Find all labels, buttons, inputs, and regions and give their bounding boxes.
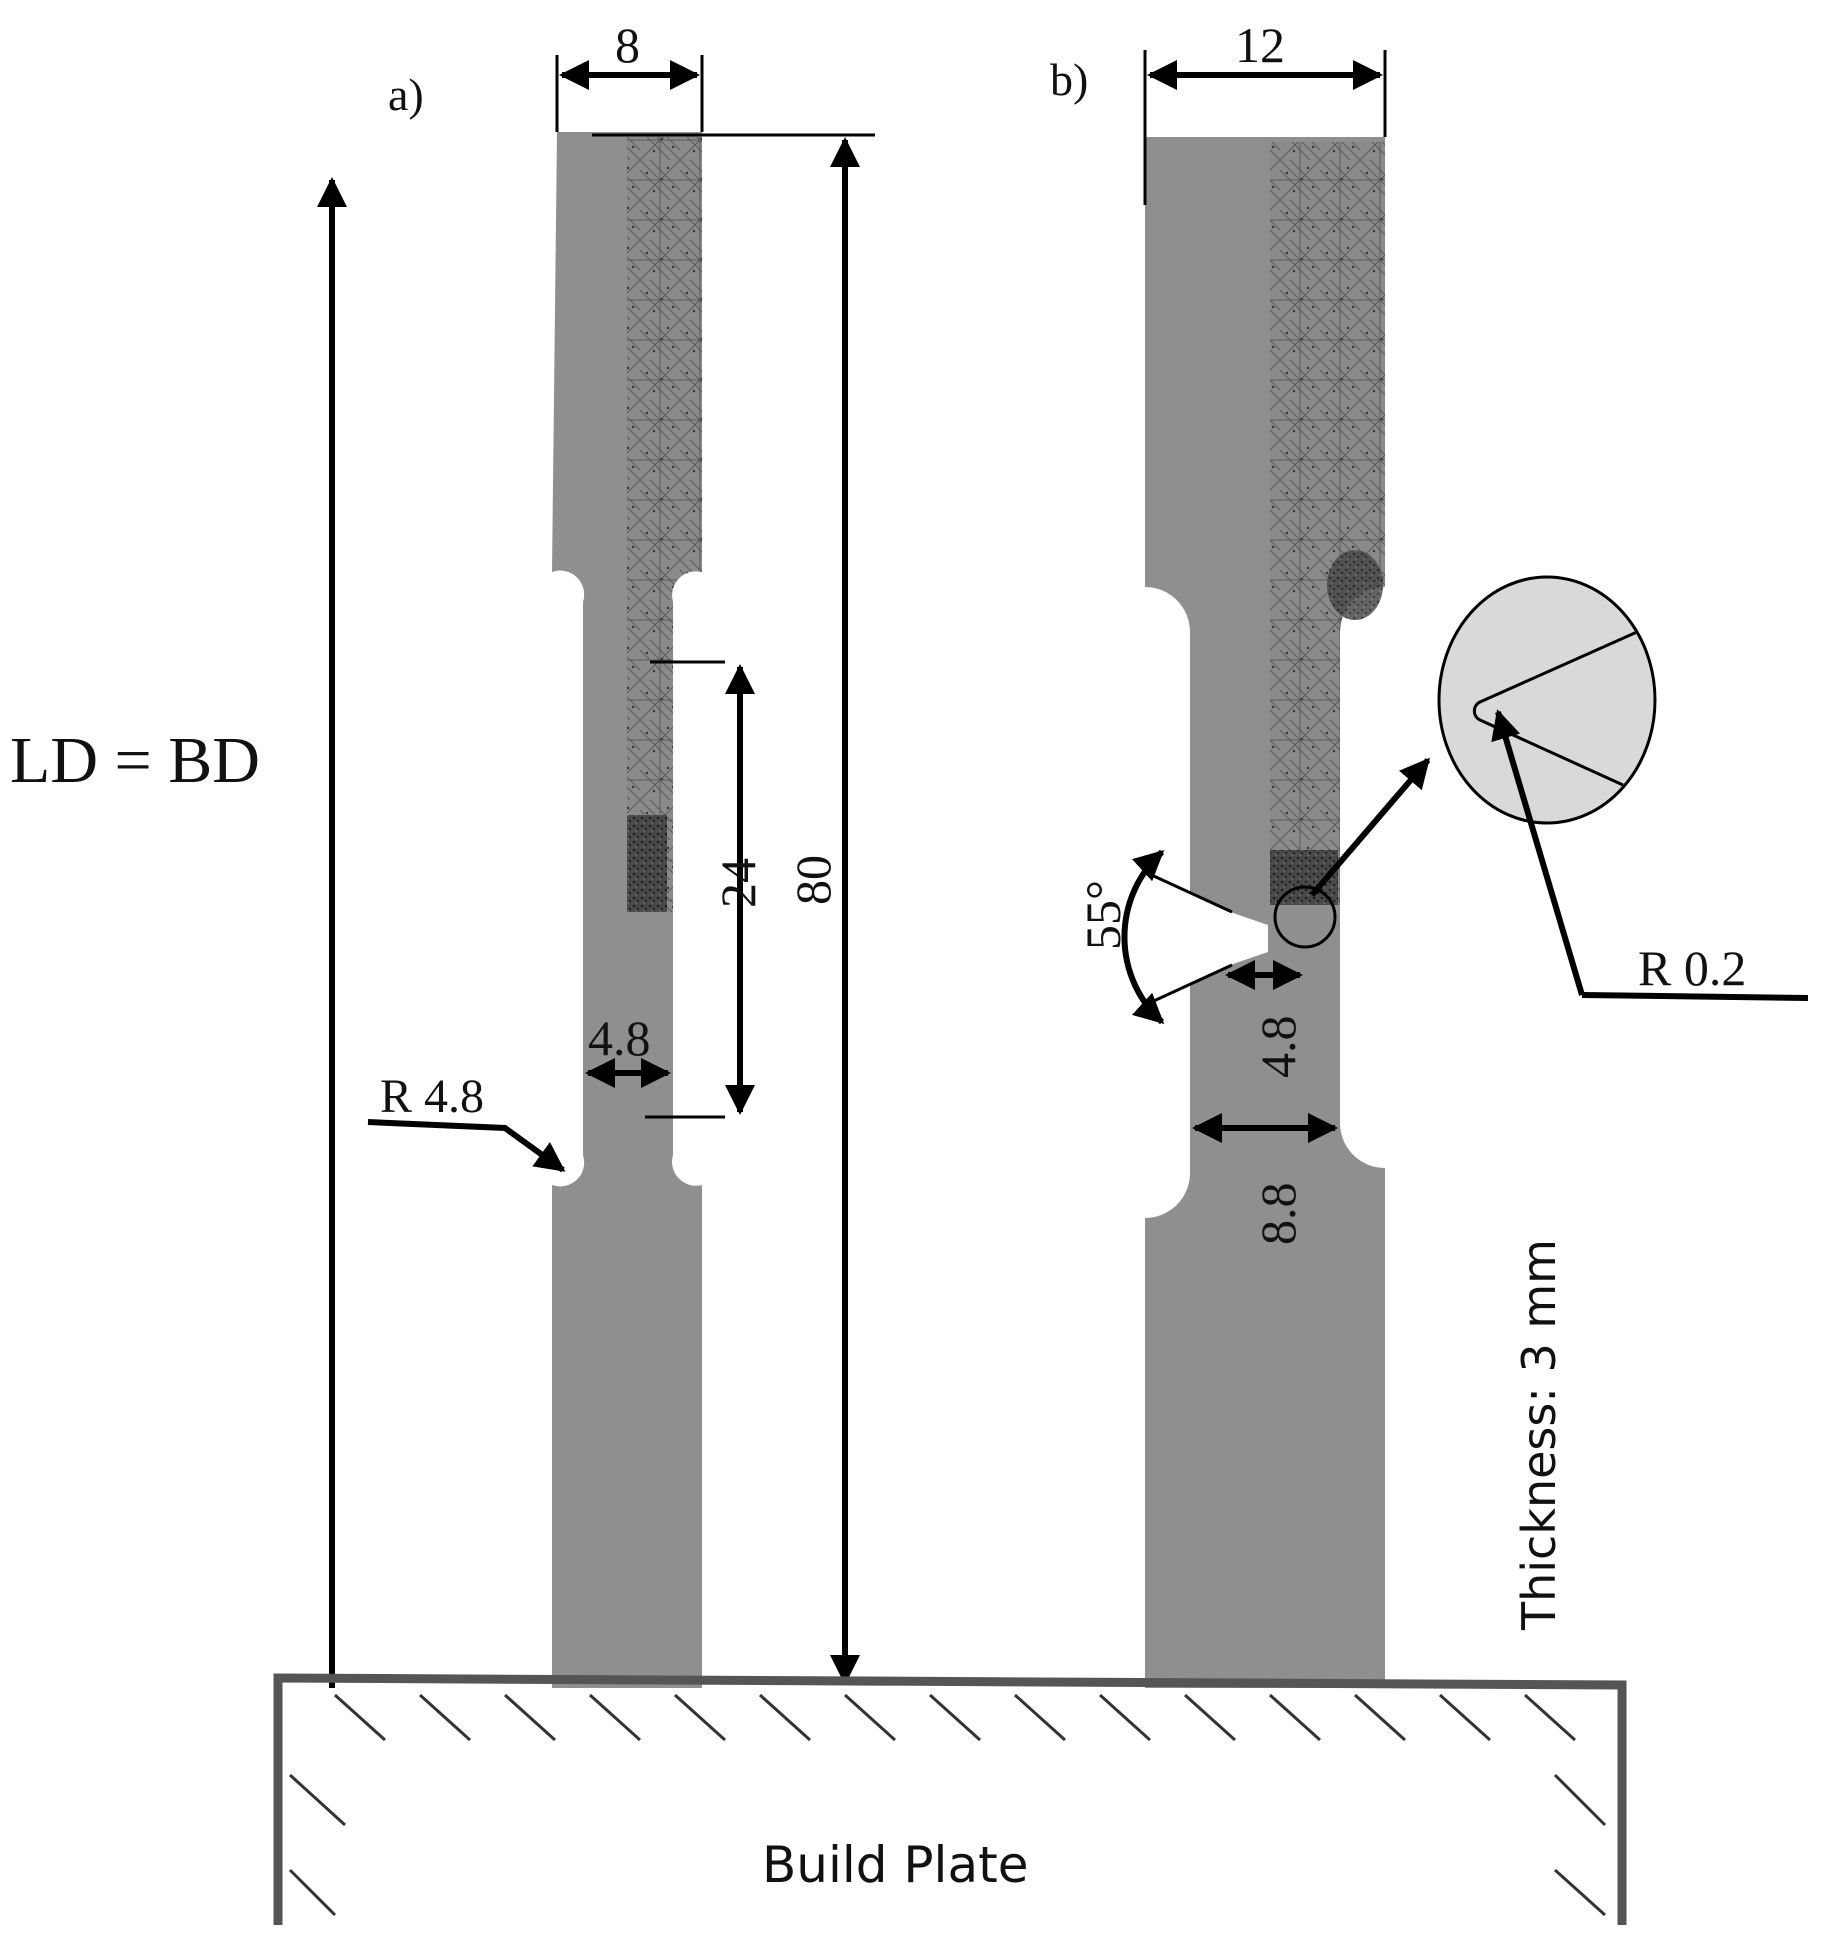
notch-radius-leader (1491, 709, 1585, 996)
specimen-a (552, 132, 702, 1688)
notch-detail: R 0.2 (1437, 575, 1809, 1001)
notch-detail-marker (1273, 885, 1337, 949)
dim-a-total-length-label: 80 (785, 855, 841, 905)
dim-b-notch-angle-arc (1121, 849, 1165, 1025)
dim-a-width-top-label: 8 (615, 17, 640, 73)
specimen-b-mesh (1270, 142, 1385, 905)
dim-a-gauge-length-label: 24 (710, 858, 766, 908)
dim-b-width-top-label: 12 (1235, 17, 1285, 73)
specimen-b-notch-cut (1190, 892, 1268, 985)
panel-b-label: b) (1050, 54, 1088, 105)
build-plate-outline (273, 1673, 1627, 1925)
specimen-a-mesh (627, 137, 702, 912)
build-plate: Build Plate (273, 1673, 1627, 1925)
specimen-b-mesh-cluster (1327, 550, 1383, 620)
dim-b-notch-angle-label: 55° (1075, 880, 1131, 950)
build-plate-hatching (288, 1693, 1607, 1917)
notch-detail-circle (1437, 575, 1657, 825)
thickness-label: Thickness: 3 mm (1512, 1239, 1566, 1631)
specimen-b (1145, 137, 1386, 1688)
specimen-b-upper-cut (1340, 937, 1386, 987)
dim-a-fillet-label: R 4.8 (380, 1070, 484, 1123)
dim-a-gauge-width-label: 4.8 (588, 1010, 651, 1066)
dim-b-notch-depth-label: 4.8 (1250, 1016, 1306, 1079)
notch-detail-arrow (1309, 757, 1431, 897)
notch-detail-profile (1472, 630, 1638, 787)
notch-radius-label: R 0.2 (1638, 940, 1746, 996)
ld-bd-label: LD = BD (10, 724, 260, 797)
build-plate-label: Build Plate (762, 1836, 1028, 1894)
specimen-a-mesh-dense (627, 815, 667, 912)
dim-a-fillet-leader (367, 1119, 566, 1173)
panel-a-label: a) (388, 69, 424, 120)
dim-b-gauge-width-label: 8.8 (1250, 1183, 1306, 1246)
